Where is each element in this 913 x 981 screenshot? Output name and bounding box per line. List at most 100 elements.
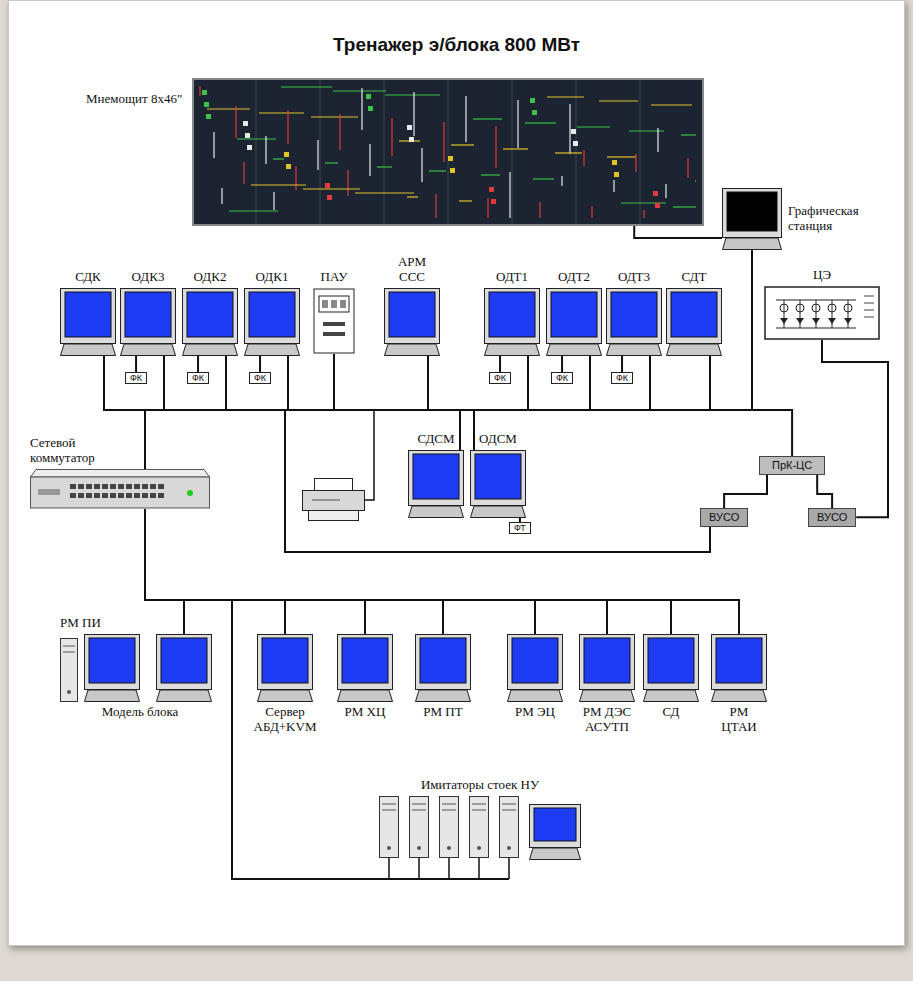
workstation-monitor: РМ ЭЦ (507, 634, 563, 720)
workstation-monitor: РМ ЦТАИ (711, 634, 767, 735)
network-cable (145, 509, 607, 634)
box-label: ФК (254, 373, 266, 383)
node-label: СДСМ (417, 432, 454, 447)
node-label: ОДТ2 (558, 270, 590, 285)
network-cable (145, 356, 650, 469)
mon-icon (244, 288, 300, 356)
workstation-group: РМ ПИ Модель блока (60, 616, 220, 720)
mon-icon (666, 288, 722, 356)
node-label: СД (663, 705, 680, 720)
node-label: ОДСМ (479, 432, 517, 447)
node-label: ПАУ (321, 270, 348, 285)
network-cable (561, 356, 563, 372)
module-box: ВУСО (808, 508, 856, 527)
network-cable (135, 356, 137, 372)
rmpi-icon (60, 634, 220, 702)
node-label: Сетевой коммутатор (30, 436, 120, 466)
workstation-monitor: ОДК2 (182, 270, 238, 356)
network-cable (197, 356, 199, 372)
box-label: ФТ (514, 523, 526, 533)
workstation-monitor: СД (643, 634, 699, 720)
mon-icon (120, 288, 176, 356)
network-cable (499, 356, 501, 372)
workstation-monitor: ОДТ2 (546, 270, 602, 356)
module-box: ФК (551, 372, 573, 384)
mon-icon (507, 634, 563, 702)
control-panel-device: ПАУ (313, 270, 355, 354)
mon-icon (546, 288, 602, 356)
workstation-monitor: СДТ (666, 270, 722, 356)
module-box: ВУСО (700, 508, 748, 527)
mon-icon (408, 450, 464, 518)
module-box: ФК (611, 372, 633, 384)
workstation-monitor: СДСМ (408, 432, 464, 518)
node-label: РМ ХЦ (345, 705, 386, 720)
node-label: Имитаторы стоек НУ (421, 778, 539, 793)
workstation-monitor: ОДСМ (470, 432, 526, 518)
module-box: ФТ (509, 522, 531, 534)
mimic-board: Мнемощит 8х46" (86, 78, 704, 226)
node-label: Мнемощит 8х46" (86, 92, 182, 107)
node-label: Сервер АБД+KVM (245, 705, 325, 735)
network-switch: Сетевой коммутатор (30, 436, 210, 509)
mon-icon (643, 634, 699, 702)
module-box: ФК (249, 372, 271, 384)
mon-icon (470, 450, 526, 518)
module-box: ФК (489, 372, 511, 384)
workstation-monitor: ОДК1 (244, 270, 300, 356)
module-box: ПрК-ЦС (759, 456, 825, 475)
workstation-monitor: РМ ПТ (415, 634, 471, 720)
rack-simulators: Имитаторы стоек НУ (379, 778, 581, 880)
box-label: ВУСО (817, 511, 847, 524)
mon-icon (182, 288, 238, 356)
node-label: РМ ПТ (423, 705, 462, 720)
imit-icon (379, 796, 581, 880)
network-cable (145, 356, 288, 469)
node-label: Модель блока (102, 705, 179, 720)
network-cable (145, 509, 184, 634)
node-label: ОДТ3 (618, 270, 650, 285)
ce-icon (764, 286, 880, 340)
network-cable (145, 356, 164, 469)
network-cable (145, 250, 752, 469)
workstation-monitor: ОДТ3 (606, 270, 662, 356)
network-cable (145, 509, 285, 634)
network-cable (621, 356, 623, 372)
network-cable (145, 509, 443, 634)
node-label: РМ ПИ (60, 616, 101, 631)
mon-icon (484, 288, 540, 356)
network-cable (145, 410, 792, 469)
workstation-monitor: СДК (60, 270, 116, 356)
box-label: ФК (192, 373, 204, 383)
box-label: ПрК-ЦС (772, 459, 812, 472)
node-label: СДК (75, 270, 101, 285)
box-label: ФК (494, 373, 506, 383)
network-cable (145, 356, 226, 469)
box-label: ФК (130, 373, 142, 383)
box-label: ФК (556, 373, 568, 383)
monk-icon (722, 188, 782, 250)
mon-icon (415, 634, 471, 702)
pau-icon (313, 288, 355, 354)
mnemo-icon (192, 78, 704, 226)
node-label: РМ ЭЦ (515, 705, 555, 720)
graphic-station: Графическая станция (722, 188, 878, 250)
node-label: ОДК2 (194, 270, 227, 285)
module-box: ФК (187, 372, 209, 384)
network-cable (145, 509, 739, 634)
network-cable (145, 356, 428, 469)
mon-icon (606, 288, 662, 356)
box-label: ФК (616, 373, 628, 383)
mon-icon (60, 288, 116, 356)
box-label: ВУСО (709, 511, 739, 524)
network-cable (724, 475, 767, 508)
workstation-monitor: ОДТ1 (484, 270, 540, 356)
workstation-monitor: РМ ДЭС АСУТП (577, 634, 637, 735)
node-label: Графическая станция (788, 204, 878, 234)
mon-icon (579, 634, 635, 702)
network-cable (822, 340, 888, 517)
node-label: АРМ ССС (387, 255, 437, 285)
network-cable (145, 509, 365, 634)
network-cable (145, 509, 671, 634)
